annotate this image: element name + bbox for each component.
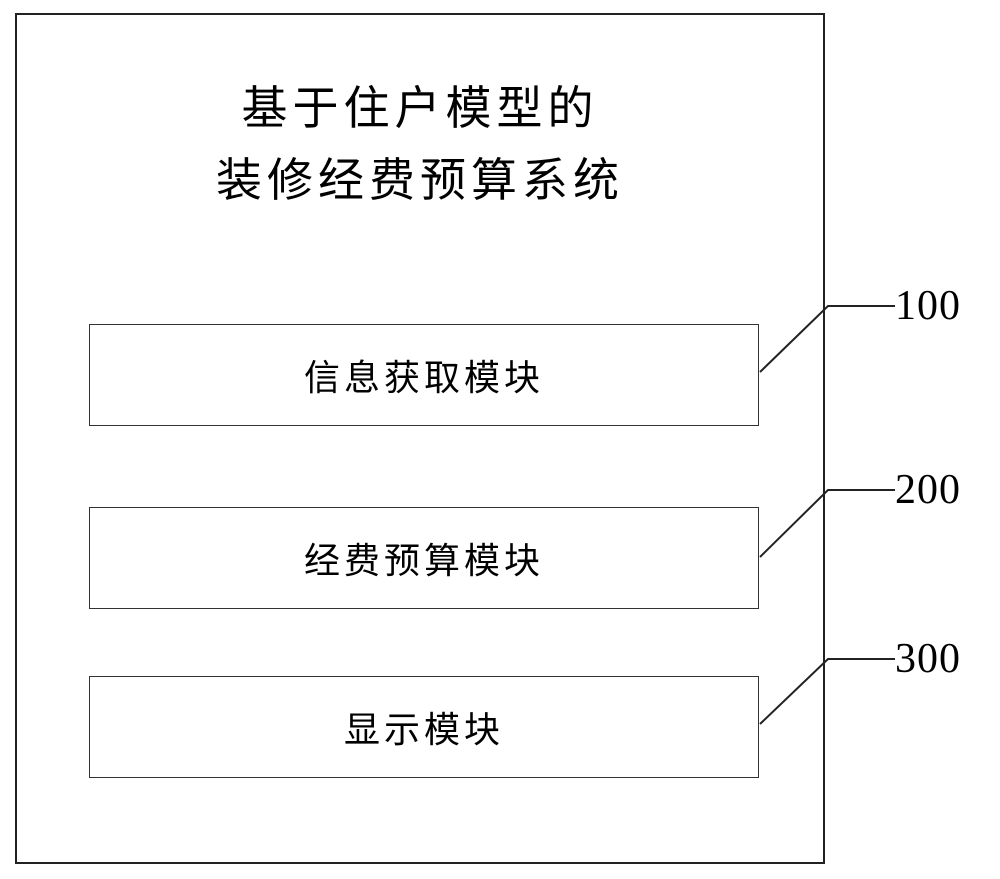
system-title-line-1: 基于住户模型的 bbox=[241, 81, 599, 135]
module-budget: 经费预算模块 bbox=[89, 507, 759, 609]
ref-label-300: 300 bbox=[895, 636, 961, 682]
ref-label-200: 200 bbox=[895, 467, 961, 513]
ref-label-100: 100 bbox=[895, 283, 961, 329]
module-label: 信息获取模块 bbox=[303, 358, 544, 399]
system-title: 基于住户模型的 装修经费预算系统 bbox=[15, 72, 825, 216]
system-title-line-2: 装修经费预算系统 bbox=[216, 153, 624, 207]
system-frame bbox=[15, 13, 825, 864]
module-display: 显示模块 bbox=[89, 676, 759, 778]
module-info-acquisition: 信息获取模块 bbox=[89, 324, 759, 426]
module-label: 经费预算模块 bbox=[303, 541, 544, 582]
module-label: 显示模块 bbox=[343, 710, 504, 751]
